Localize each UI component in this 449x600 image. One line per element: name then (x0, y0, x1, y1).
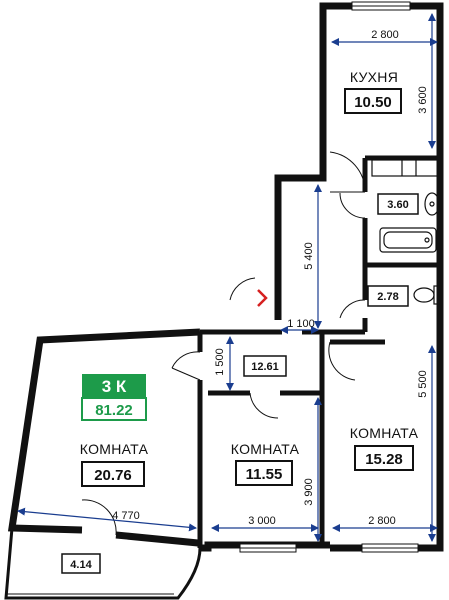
dim-room-middle-width: 3 000 (248, 515, 276, 527)
dim-hall-depth: 1 500 (214, 348, 226, 376)
dimension-labels: 2 800 3 600 5 400 1 100 1 500 5 500 3 90… (112, 29, 429, 527)
balcony-area: 4.14 (70, 559, 92, 571)
room-bathroom: 3.60 (377, 193, 419, 215)
bathroom-fixtures (371, 159, 440, 305)
dim-kitchen-width: 2 800 (371, 29, 399, 41)
badge-area-box (81, 397, 147, 421)
washer-counter (371, 159, 439, 177)
balcony-outline (4, 527, 202, 600)
windows (239, 1, 419, 553)
corridor-wall (274, 152, 327, 320)
room-right: КОМНАТА 15.28 (350, 425, 419, 471)
living-left-area: 20.76 (94, 467, 132, 484)
kitchen-area: 10.50 (354, 94, 392, 111)
dim-room-middle-length: 3 900 (303, 478, 315, 506)
bathtub-icon (379, 227, 437, 253)
room-middle-area: 11.55 (246, 466, 283, 483)
room-balcony: 4.14 (61, 553, 101, 574)
dimension-lines (17, 13, 438, 542)
kitchen-name: КУХНЯ (350, 69, 398, 85)
bathroom-area: 3.60 (387, 199, 408, 211)
room-living-left: КОМНАТА 20.76 (80, 441, 149, 487)
inner-walls (197, 155, 440, 548)
room-middle: КОМНАТА 11.55 (231, 441, 300, 486)
balcony-door-wall (115, 531, 199, 547)
room-kitchen: КУХНЯ 10.50 (344, 69, 402, 114)
toilet-icon (413, 287, 435, 303)
sink-icon (424, 192, 440, 216)
dim-corridor-length: 5 400 (303, 242, 315, 270)
living-wall (7, 328, 201, 534)
apartment-total-area: 81.22 (95, 402, 133, 419)
balcony (4, 527, 202, 600)
room-right-area: 15.28 (365, 451, 403, 468)
living-left-name: КОМНАТА (80, 441, 149, 457)
apartment-badge: 3 К 81.22 (81, 374, 147, 421)
entrance-arrow-icon (257, 289, 268, 307)
room-right-name: КОМНАТА (350, 425, 419, 441)
dim-room-right-length: 5 500 (417, 370, 429, 398)
badge-type-bg (82, 374, 146, 398)
toilet-area: 2.78 (377, 291, 398, 303)
room-toilet: 2.78 (367, 285, 409, 307)
room-hall: 12.61 (243, 355, 287, 377)
hall-area: 12.61 (251, 361, 279, 373)
door-kitchen (329, 151, 366, 193)
dim-kitchen-length: 3 600 (417, 86, 429, 114)
dim-living-width: 4 770 (112, 510, 140, 522)
dim-room-right-width: 2 800 (368, 515, 396, 527)
room-middle-name: КОМНАТА (231, 441, 300, 457)
dim-corridor-width: 1 100 (287, 318, 315, 330)
apartment-type: 3 К (102, 377, 127, 396)
